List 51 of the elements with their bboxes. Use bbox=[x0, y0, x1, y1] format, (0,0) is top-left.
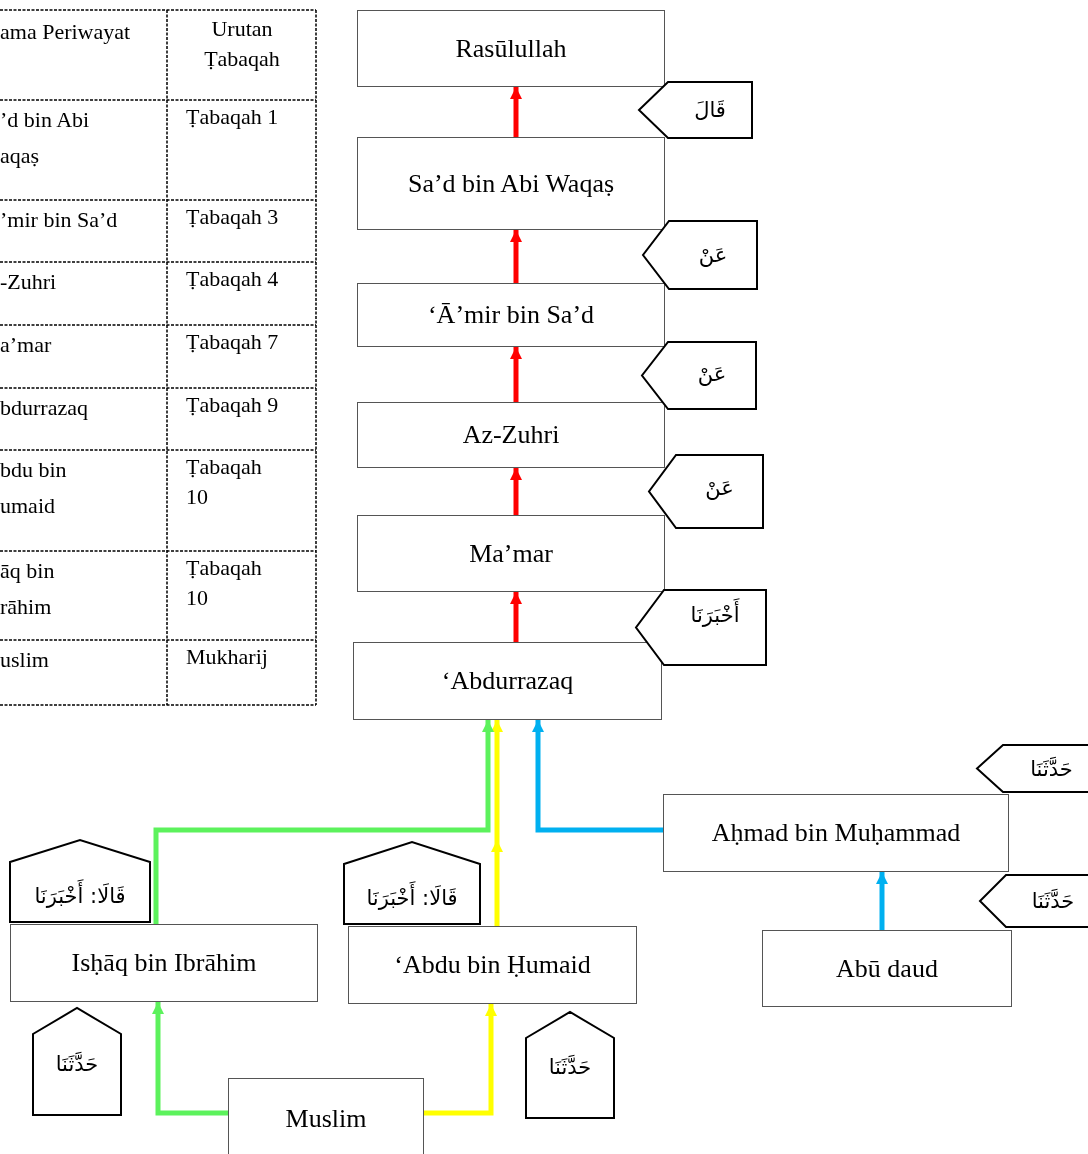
pentagon-callout: قَالَا: أَخْبَرَنَا bbox=[344, 842, 480, 924]
pentagon-callout: حَدَّثَنَا bbox=[977, 745, 1088, 792]
narrator-box: ‘Abdu bin Ḥumaid bbox=[348, 926, 637, 1004]
narrator-box: ‘Abdurrazaq bbox=[353, 642, 662, 720]
pentagon-callout: حَدَّثَنَا bbox=[33, 1008, 121, 1115]
arrow bbox=[510, 592, 522, 642]
arrow bbox=[510, 230, 522, 283]
cell-text: Ṭabaqah 3 bbox=[186, 203, 280, 231]
cell-text: a’mar bbox=[0, 331, 53, 359]
pentagon-callout: عَنْ bbox=[643, 221, 757, 289]
arrow bbox=[491, 720, 503, 926]
narrator-box: Az-Zuhri bbox=[357, 402, 665, 468]
arrow bbox=[510, 347, 522, 402]
cell-text: uslim bbox=[0, 646, 50, 674]
cell-text: Ṭabaqah 1 bbox=[186, 103, 280, 131]
narrator-box: Ma’mar bbox=[357, 515, 665, 592]
narrator-box: Rasūlullah bbox=[357, 10, 665, 87]
cell-text: Ṭabaqah 9 bbox=[186, 391, 280, 419]
arrow bbox=[424, 1004, 497, 1116]
cell-text: Mukharij bbox=[186, 643, 269, 671]
cell-text: ’d bin Abi aqaṣ bbox=[0, 106, 91, 170]
narrator-box: Isḥāq bin Ibrāhim bbox=[10, 924, 318, 1002]
arrow bbox=[532, 720, 663, 833]
cell-text: bdurrazaq bbox=[0, 394, 89, 422]
cell-text: ’mir bin Sa’d bbox=[0, 206, 119, 234]
narrator-box: Abū daud bbox=[762, 930, 1012, 1007]
header-text: ama Periwayat bbox=[0, 18, 132, 46]
cell-text: Ṭabaqah 10 bbox=[186, 453, 263, 511]
cell-text: bdu bin umaid bbox=[0, 456, 68, 520]
pentagon-callout: قَالَ bbox=[639, 82, 752, 138]
narrator-box: Sa’d bin Abi Waqaṣ bbox=[357, 137, 665, 230]
arrow bbox=[152, 1002, 228, 1116]
arrow bbox=[510, 87, 522, 137]
narrator-box: ‘Ā’mir bin Sa’d bbox=[357, 283, 665, 347]
cell-text: āq bin rāhim bbox=[0, 557, 56, 621]
pentagon-callout: قَالَا: أَخْبَرَنَا bbox=[10, 840, 150, 922]
pentagon-callout: عَنْ bbox=[642, 342, 756, 409]
arrow bbox=[876, 872, 888, 930]
arrow bbox=[153, 720, 494, 924]
narrator-box: Aḥmad bin Muḥammad bbox=[663, 794, 1009, 872]
header-text: Urutan Ṭabaqah bbox=[203, 15, 281, 73]
narrator-box: Muslim bbox=[228, 1078, 424, 1154]
pentagon-callout: عَنْ bbox=[649, 455, 763, 528]
cell-text: Ṭabaqah 7 bbox=[186, 328, 280, 356]
cell-text: Ṭabaqah 4 bbox=[186, 265, 280, 293]
cell-text: Ṭabaqah 10 bbox=[186, 554, 263, 612]
cell-text: -Zuhri bbox=[0, 268, 58, 296]
pentagon-callout: حَدَّثَنَا bbox=[980, 875, 1088, 927]
arrow bbox=[510, 468, 522, 515]
pentagon-callout: أَخْبَرَنَا bbox=[636, 590, 766, 665]
pentagon-callout: حَدَّثَنَا bbox=[526, 1012, 614, 1118]
